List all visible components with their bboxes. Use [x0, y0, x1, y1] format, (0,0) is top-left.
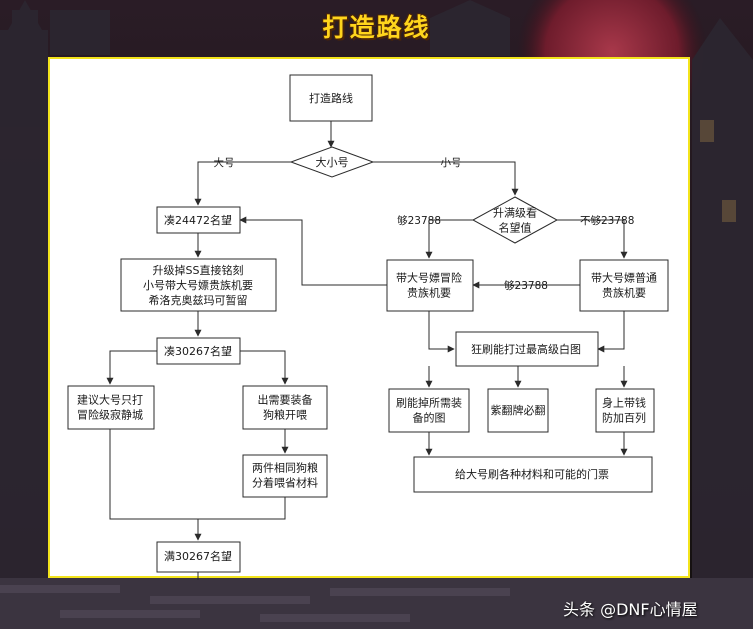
node-label-line: 狂刷能打过最高级白图	[471, 342, 581, 356]
node-ling30267: 凑30267名望	[156, 337, 241, 365]
page-title: 打造路线	[322, 13, 431, 42]
node-label-line: 出需要装备	[258, 393, 313, 407]
node-label-line: 分着喂省材料	[252, 476, 318, 490]
node-label-line: 满30267名望	[164, 549, 232, 563]
edge-normal-to-white	[597, 311, 625, 353]
edge-adv-to-l24472	[239, 216, 387, 286]
node-label-line: 刷能掉所需装	[396, 396, 462, 410]
edge-small	[373, 161, 519, 196]
node-label-line: 升级掉SS直接铭刻	[153, 263, 244, 277]
node-label-line: 升满级看	[493, 206, 537, 220]
node-label-line: 身上带钱	[602, 396, 646, 410]
node-label-line: 小号带大号嫖贵族机要	[143, 278, 253, 292]
node-ling24472: 凑24472名望	[156, 206, 241, 234]
node-label-line: 贵族机要	[602, 286, 646, 300]
edge-l30267-gear	[240, 350, 289, 385]
node-start: 打造路线	[289, 74, 373, 122]
node-label-line: 凑30267名望	[164, 344, 232, 358]
edge-enough	[425, 219, 473, 259]
node-label-line: 大小号	[316, 155, 349, 169]
node-label-line: 凑24472名望	[164, 213, 232, 227]
node-size-decision: 大小号	[289, 146, 375, 178]
edge-label-enough: 够23788	[397, 215, 441, 227]
node-label-line: 紫翻牌必翻	[491, 403, 546, 417]
edge-label-big: 大号	[214, 156, 235, 169]
edge-l30267-suggest	[106, 350, 157, 385]
node-label-line: 冒险级寂静城	[77, 408, 143, 422]
node-full30267: 满30267名望	[156, 541, 241, 573]
watermark: 头条 @DNF心情屋	[563, 600, 698, 619]
node-label-line: 备的图	[413, 411, 446, 425]
edge-big	[194, 161, 291, 206]
edge-adv-to-white	[428, 311, 455, 353]
edge-label-enough-later: 够23788	[504, 280, 548, 292]
edge-not-enough	[557, 219, 628, 259]
node-label-line: 建议大号只打	[77, 393, 143, 407]
node-label-line: 贵族机要	[407, 286, 451, 300]
edge-label-not-enough: 不够23788	[580, 215, 634, 227]
node-label-line: 给大号刷各种材料和可能的门票	[455, 467, 609, 481]
node-label-line: 打造路线	[309, 91, 353, 105]
node-label-line: 带大号嫖冒险	[396, 271, 462, 285]
edge-label-small: 小号	[441, 157, 462, 169]
node-give: 给大号刷各种材料和可能的门票	[413, 456, 653, 493]
node-farm-white: 狂刷能打过最高级白图	[455, 331, 599, 367]
node-label-line: 防加百列	[602, 411, 646, 425]
node-label-line: 狗粮开喂	[263, 408, 307, 422]
edge-twosame-merge	[198, 497, 286, 520]
node-label-line: 两件相同狗粮	[252, 461, 318, 475]
node-label-line: 带大号嫖普通	[591, 271, 657, 285]
node-label-line: 希洛克奥兹玛可暂留	[149, 293, 248, 307]
edge-suggest-merge	[109, 429, 198, 520]
node-label-line: 名望值	[499, 221, 532, 235]
node-purple: 紫翻牌必翻	[487, 388, 549, 433]
